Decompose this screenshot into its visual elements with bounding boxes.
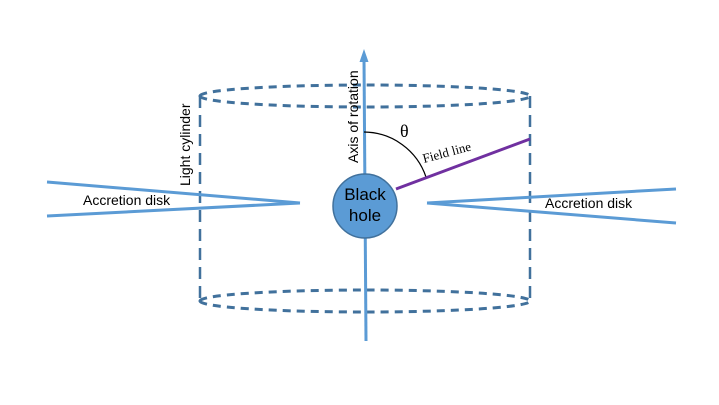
accretion-disk-left-upper-edge: [46, 180, 301, 205]
black-hole-label-line2: hole: [349, 206, 381, 225]
field-line: [395, 137, 531, 191]
axis-arrowhead-icon: [359, 49, 369, 62]
accretion-disk-left: [46, 180, 301, 218]
accretion-disk-right-lower-edge: [426, 201, 677, 225]
light-cylinder-label: Light cylinder: [177, 103, 193, 186]
cylinder-bottom-ellipse-front: [198, 300, 532, 314]
cylinder-top-ellipse-back: [198, 83, 532, 97]
accretion-disk-right-upper-edge: [426, 187, 677, 205]
cylinder-top-ellipse-front: [198, 95, 532, 109]
axis-of-rotation-label: Axis of rotation: [345, 70, 361, 163]
accretion-disk-right-label: Accretion disk: [545, 195, 633, 211]
accretion-disk-right: [426, 187, 677, 225]
theta-label: θ: [400, 121, 409, 141]
black-hole-label-line1: Black: [344, 185, 386, 204]
cylinder-bottom-ellipse-back: [198, 288, 532, 302]
black-hole-circle: [332, 173, 398, 239]
theta-angle-arc: [363, 131, 427, 178]
accretion-disk-left-lower-edge: [46, 201, 301, 218]
black-hole: Black hole: [332, 173, 398, 239]
accretion-disk-left-label: Accretion disk: [83, 192, 171, 208]
